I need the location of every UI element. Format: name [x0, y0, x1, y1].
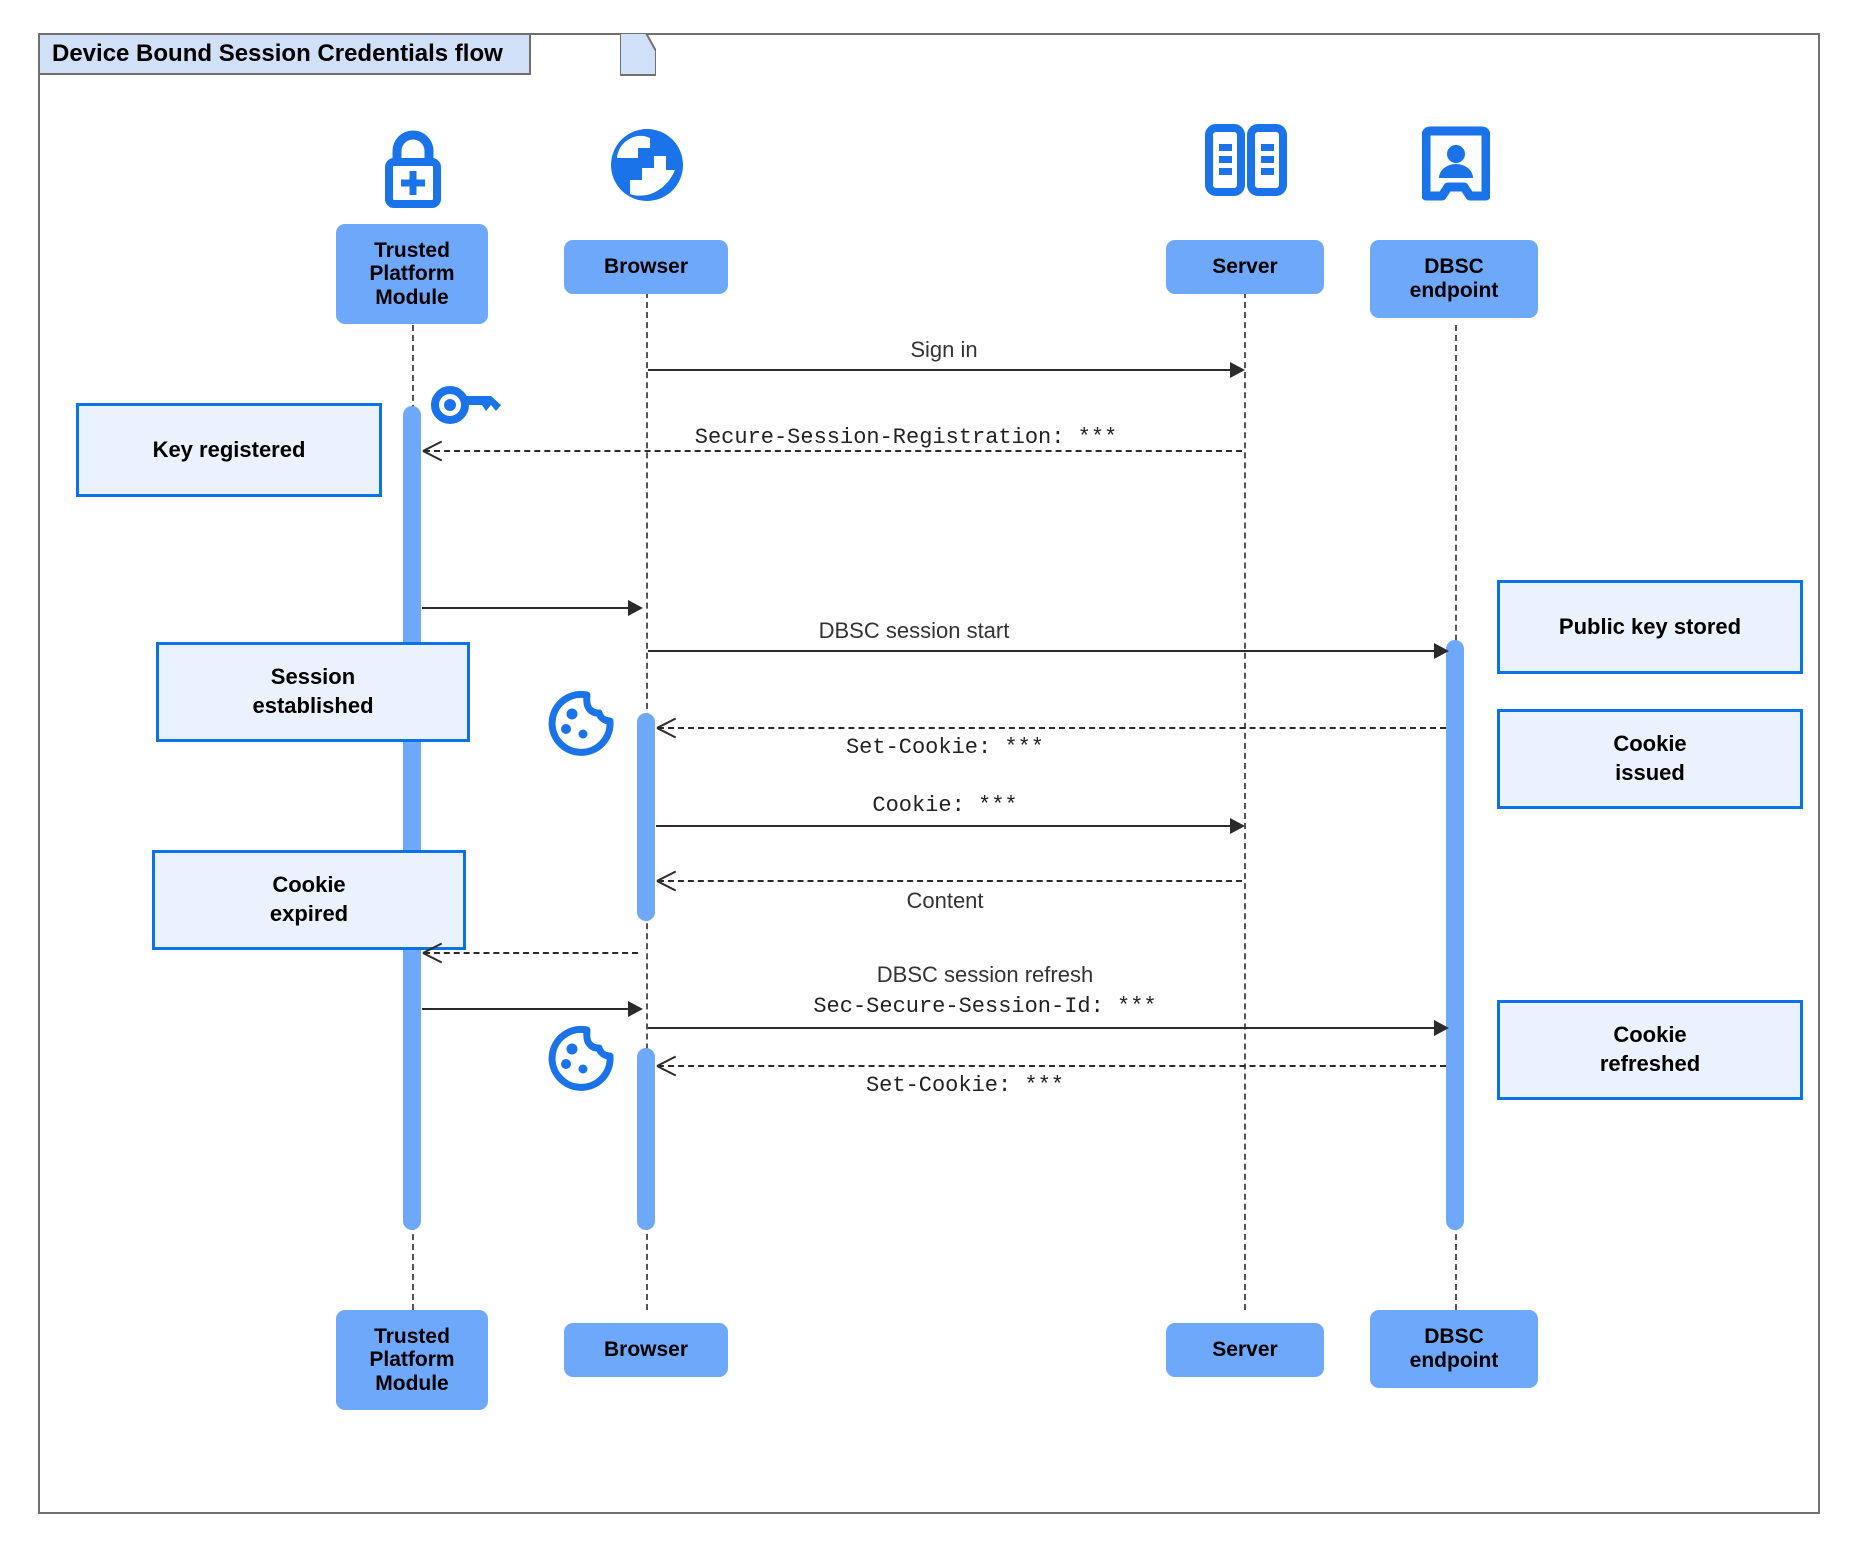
activation-browser-1	[637, 713, 655, 921]
message-line-tpm-to-browser-2	[422, 1008, 636, 1010]
activation-tpm	[403, 406, 421, 1230]
message-line-browser-to-tpm	[424, 952, 638, 954]
message-label-sec-secure-session-id: Sec-Secure-Session-Id: ***	[813, 994, 1157, 1019]
participant-dbsc-top[interactable]: DBSC endpoint	[1370, 240, 1538, 318]
key-icon	[431, 386, 501, 424]
lock-plus-icon	[385, 130, 441, 208]
participant-tpm-line3: Module	[375, 285, 449, 309]
message-line-set-cookie-2	[658, 1065, 1446, 1067]
message-label-set-cookie-2: Set-Cookie: ***	[865, 1073, 1065, 1098]
note-key-registered: Key registered	[76, 403, 382, 497]
participant-tpm-top[interactable]: Trusted Platform Module	[336, 224, 488, 324]
message-arrowhead-tpm-to-browser-2	[628, 1001, 643, 1017]
activation-browser-2	[637, 1048, 655, 1230]
note-cookie-issued: Cookie issued	[1497, 709, 1803, 809]
participant-server-top[interactable]: Server	[1166, 240, 1324, 294]
message-label-sign-in: Sign in	[910, 337, 978, 362]
message-line-tpm-to-browser-1	[422, 607, 636, 609]
participant-tpm-bottom[interactable]: Trusted Platform Module	[336, 1310, 488, 1410]
participant-browser-label: Browser	[603, 255, 689, 279]
participant-tpm-bottom-line2: Platform	[369, 1348, 455, 1372]
participant-tpm-bottom-line3: Module	[375, 1371, 449, 1395]
message-arrowhead-sign-in	[1230, 362, 1245, 378]
message-label-cookie: Cookie: ***	[872, 793, 1018, 818]
note-cookie-issued-line1: Cookie	[1613, 731, 1687, 757]
note-cookie-refreshed-line1: Cookie	[1613, 1022, 1687, 1048]
participant-dbsc-line2: endpoint	[1409, 279, 1499, 302]
message-arrowhead-dbsc-session-start	[1434, 643, 1449, 659]
message-line-cookie	[656, 825, 1240, 827]
participant-browser-bottom[interactable]: Browser	[564, 1323, 728, 1377]
participant-server-bottom-label: Server	[1212, 1338, 1278, 1362]
note-key-registered-text: Key registered	[152, 436, 306, 462]
server-rack-icon	[1205, 124, 1287, 196]
note-public-key-stored-text: Public key stored	[1558, 613, 1742, 639]
lifeline-server	[1244, 282, 1246, 1310]
message-label-content: Content	[906, 888, 984, 913]
participant-tpm-line1: Trusted	[374, 238, 450, 262]
message-arrowhead-cookie	[1230, 818, 1245, 834]
message-line-set-cookie-1	[658, 727, 1446, 729]
message-line-content	[658, 880, 1242, 882]
note-cookie-refreshed: Cookie refreshed	[1497, 1000, 1803, 1100]
message-arrowhead-set-cookie-2	[657, 1055, 677, 1075]
message-label-secure-session-registration: Secure-Session-Registration: ***	[694, 425, 1118, 450]
note-public-key-stored: Public key stored	[1497, 580, 1803, 674]
message-arrowhead-browser-to-tpm	[423, 942, 443, 962]
globe-icon	[611, 129, 683, 201]
message-arrowhead-set-cookie-1	[657, 717, 677, 737]
message-arrowhead-content	[657, 870, 677, 890]
message-line-dbsc-session-start	[648, 650, 1444, 652]
frame-title-notch-icon	[620, 33, 656, 76]
message-label-dbsc-session-start: DBSC session start	[818, 618, 1010, 643]
note-cookie-refreshed-line2: refreshed	[1599, 1051, 1701, 1076]
note-cookie-expired: Cookie expired	[152, 850, 466, 950]
participant-tpm-line2: Platform	[369, 262, 455, 286]
message-label-dbsc-session-refresh: DBSC session refresh	[876, 962, 1094, 987]
note-session-established-line2: established	[252, 693, 374, 718]
participant-tpm-bottom-line1: Trusted	[374, 1324, 450, 1348]
activation-dbsc	[1446, 640, 1464, 1230]
id-badge-icon	[1422, 126, 1490, 201]
message-arrowhead-tpm-to-browser-1	[628, 600, 643, 616]
message-arrowhead-secure-session-registration	[423, 440, 443, 460]
frame-title-text: Device Bound Session Credentials flow	[52, 40, 503, 67]
frame-title: Device Bound Session Credentials flow	[38, 33, 531, 75]
message-arrowhead-dbsc-session-refresh	[1434, 1020, 1449, 1036]
participant-dbsc-line1: DBSC	[1424, 255, 1484, 279]
participant-dbsc-bottom-line1: DBSC	[1424, 1325, 1484, 1349]
participant-browser-bottom-label: Browser	[603, 1338, 689, 1362]
cookie-icon	[548, 690, 614, 756]
note-cookie-issued-line2: issued	[1615, 760, 1685, 785]
note-session-established-line1: Session	[270, 664, 356, 690]
participant-dbsc-bottom-line2: endpoint	[1409, 1349, 1499, 1372]
message-line-secure-session-registration	[424, 450, 1242, 452]
participant-server-label: Server	[1212, 255, 1278, 279]
participant-browser-top[interactable]: Browser	[564, 240, 728, 294]
message-line-dbsc-session-refresh	[648, 1027, 1444, 1029]
message-label-set-cookie-1: Set-Cookie: ***	[845, 735, 1045, 760]
participant-server-bottom[interactable]: Server	[1166, 1323, 1324, 1377]
note-session-established: Session established	[156, 642, 470, 742]
diagram-frame	[38, 33, 1820, 1514]
note-cookie-expired-line1: Cookie	[272, 872, 346, 898]
message-line-sign-in	[648, 369, 1240, 371]
note-cookie-expired-line2: expired	[269, 901, 349, 926]
participant-dbsc-bottom[interactable]: DBSC endpoint	[1370, 1310, 1538, 1388]
cookie-icon	[548, 1025, 614, 1091]
